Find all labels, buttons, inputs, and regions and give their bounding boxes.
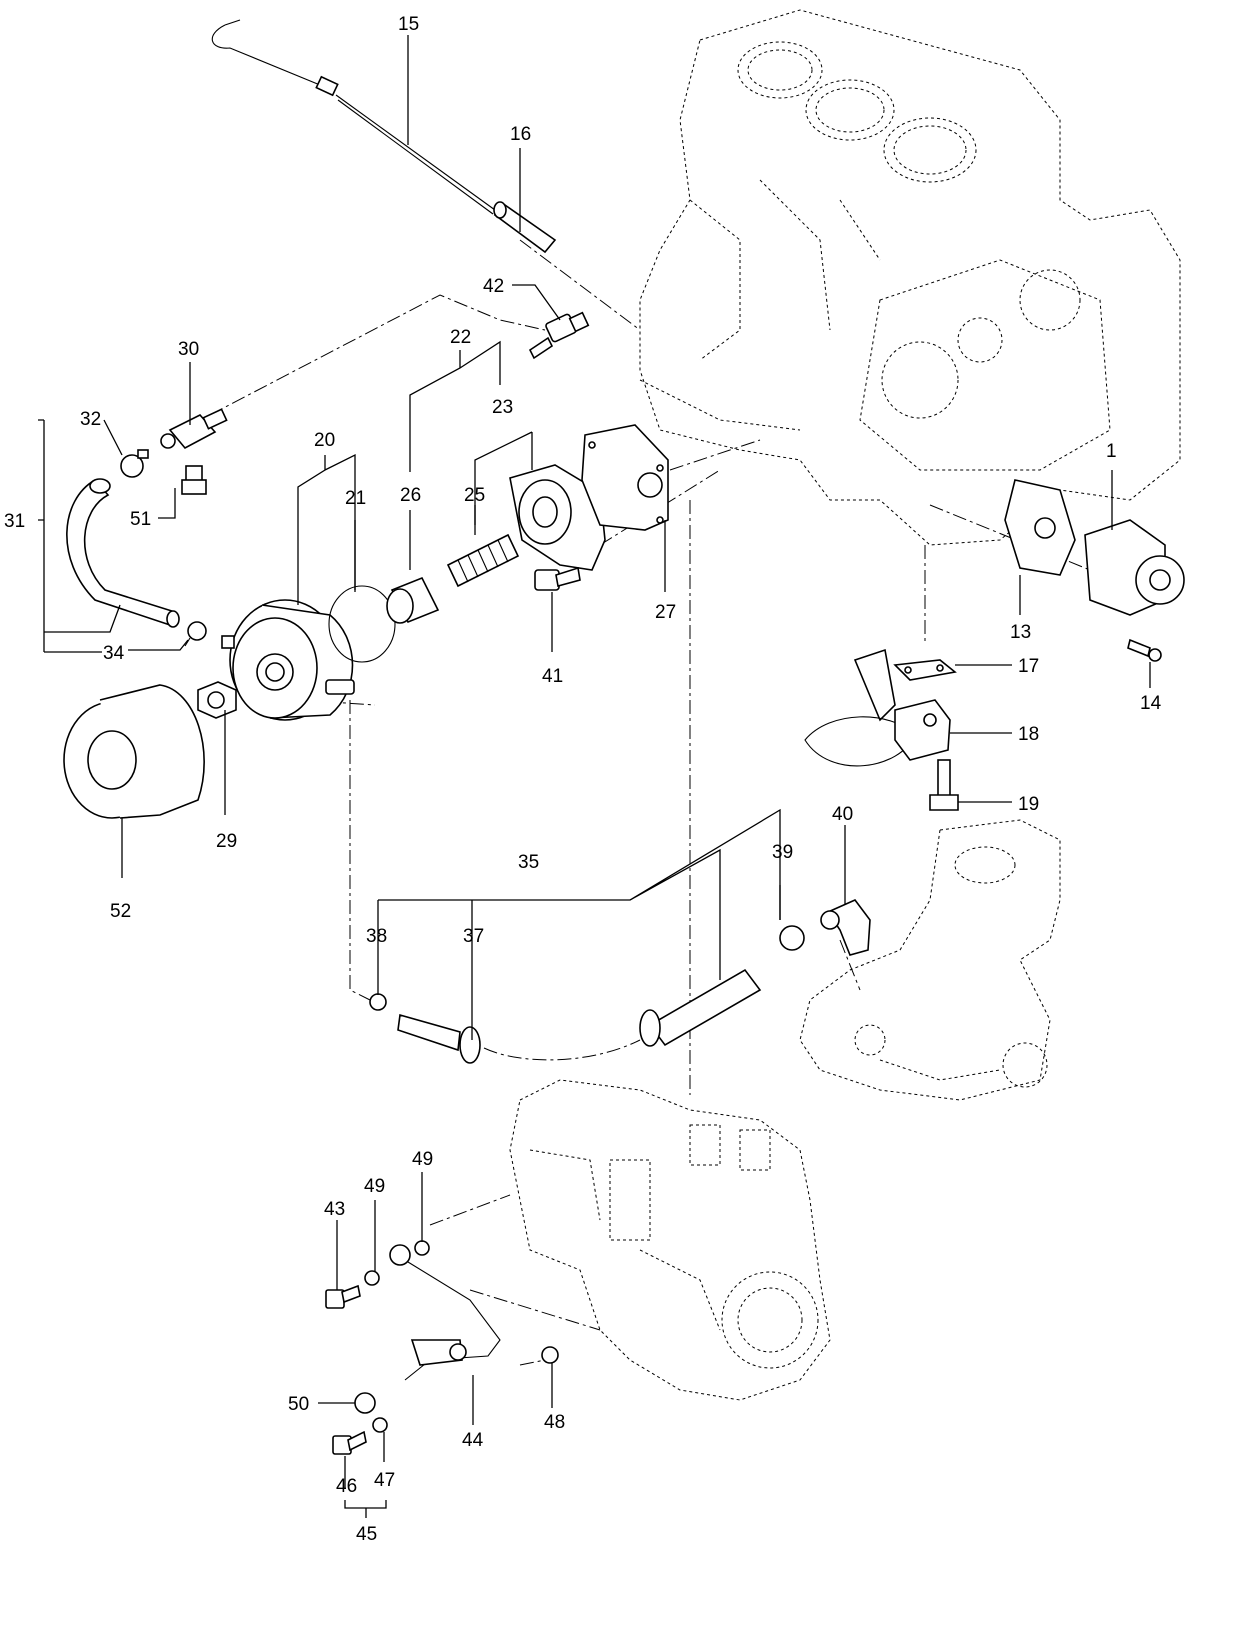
part-42-oil-pressure-switch: [528, 311, 590, 360]
part-34-clamp: [184, 621, 207, 647]
callout-51: 51: [130, 509, 151, 530]
part-52-oil-filter: [63, 684, 205, 819]
part-49-washer: [414, 1240, 430, 1256]
part-29-nut: [197, 681, 237, 719]
callout-22: 22: [450, 327, 471, 348]
callout-20: 20: [314, 430, 335, 451]
part-38-clamp: [369, 993, 387, 1011]
callout-44: 44: [462, 1430, 484, 1451]
part-47-washer: [372, 1417, 388, 1433]
part-25-spring: [446, 533, 520, 588]
part-32-clamp: [120, 449, 149, 478]
callout-19: 19: [1018, 794, 1039, 815]
part-51-connector: [181, 465, 207, 495]
callout-16: 16: [510, 124, 531, 145]
callout-34: 34: [103, 643, 125, 664]
callout-21: 21: [345, 488, 366, 509]
callout-14: 14: [1140, 693, 1162, 714]
callout-35: 35: [518, 852, 539, 873]
callout-47: 47: [374, 1470, 395, 1491]
part-43-bolt: [325, 1284, 361, 1309]
part-27-gasket: [581, 424, 669, 531]
pump-housing: [799, 819, 1061, 1101]
callout-32: 32: [80, 409, 101, 430]
callout-39: 39: [772, 842, 793, 863]
callout-1: 1: [1106, 441, 1117, 462]
part-26-sleeve: [386, 576, 440, 624]
engine-block: [639, 9, 1181, 546]
part-46-bolt: [332, 1430, 367, 1455]
callout-15: 15: [398, 14, 419, 35]
callout-45: 45: [356, 1524, 377, 1545]
callout-50: 50: [288, 1394, 309, 1415]
part-19-bolt: [929, 759, 959, 811]
callout-13: 13: [1010, 622, 1031, 643]
part-41-bolt: [534, 566, 581, 591]
part-1-oil-pump: [1084, 519, 1185, 616]
leader-lines: [38, 35, 1151, 1518]
callout-17: 17: [1018, 656, 1039, 677]
callout-23: 23: [492, 397, 513, 418]
part-13-gasket: [1004, 479, 1076, 576]
callout-26: 26: [400, 485, 421, 506]
part-39-clamp: [779, 925, 805, 951]
part-48-washer: [541, 1346, 559, 1364]
callout-46: 46: [336, 1476, 357, 1497]
part-50-nut: [354, 1392, 376, 1414]
part-21-o-ring: [328, 585, 396, 663]
injection-pump: [509, 1079, 831, 1401]
part-37-hose: [397, 968, 762, 1064]
callout-49-lower: 49: [364, 1176, 385, 1197]
callout-40: 40: [832, 804, 853, 825]
part-49-washer: [364, 1270, 380, 1286]
part-20-oil-cooler: [221, 599, 355, 721]
callout-42: 42: [483, 276, 504, 297]
callout-18: 18: [1018, 724, 1039, 745]
callout-43: 43: [324, 1199, 345, 1220]
callout-49-upper: 49: [412, 1149, 433, 1170]
callout-labels: 15 16 42 30 22 23 32 20 21 26 25 31 51 2…: [4, 14, 1162, 1545]
callout-27: 27: [655, 602, 676, 623]
callout-37: 37: [463, 926, 484, 947]
part-15-dipstick: [211, 19, 496, 215]
callout-48: 48: [544, 1412, 565, 1433]
part-14-bolt: [1127, 638, 1162, 662]
callout-31: 31: [4, 511, 25, 532]
callout-52: 52: [110, 901, 131, 922]
part-18-oil-strainer: [804, 648, 951, 767]
callout-30: 30: [178, 339, 199, 360]
part-31-hose: [66, 478, 180, 628]
part-40-elbow: [820, 899, 871, 956]
callout-25: 25: [464, 485, 485, 506]
callout-29: 29: [216, 831, 237, 852]
part-44-oil-pipe: [389, 1244, 501, 1381]
part-30-fitting: [160, 408, 228, 450]
callout-41: 41: [542, 666, 563, 687]
callout-38: 38: [366, 926, 387, 947]
part-17-gasket: [893, 659, 957, 681]
part-16-dipstick-tube: [493, 201, 557, 254]
part-23-filter-head: [509, 464, 606, 571]
